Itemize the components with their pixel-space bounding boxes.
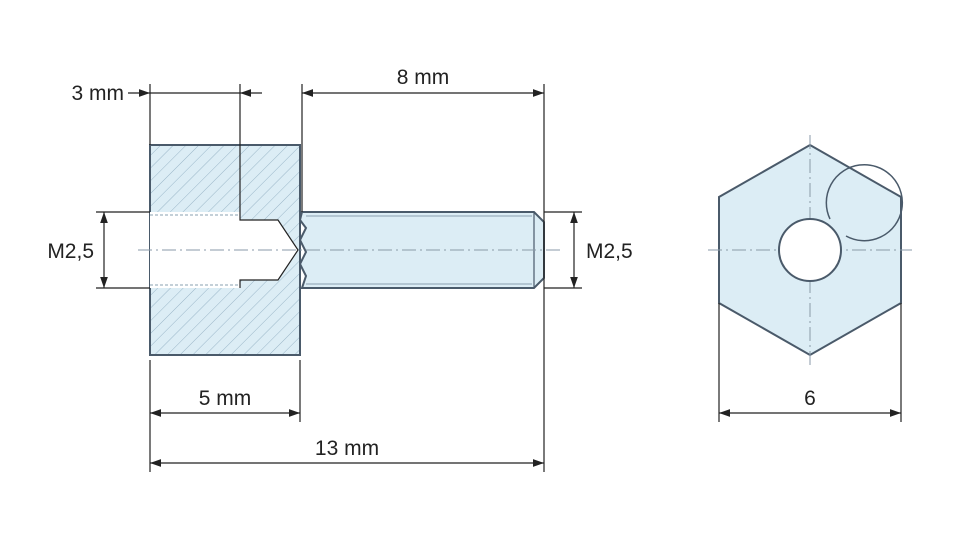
label-body-length: 5 mm bbox=[199, 387, 252, 410]
label-socket-depth: 3 mm bbox=[72, 82, 125, 105]
dimensions-side: 3 mm 8 mm 5 mm 13 mm M2,5 M2,5 bbox=[47, 66, 633, 472]
internal-thread-lines bbox=[150, 214, 240, 286]
end-view-hex bbox=[708, 135, 912, 365]
thread-arc bbox=[825, 163, 904, 242]
label-thread-right: M2,5 bbox=[586, 240, 633, 263]
threaded-hole bbox=[778, 218, 842, 282]
label-thread-left: M2,5 bbox=[47, 240, 94, 263]
label-hex-width: 6 bbox=[804, 387, 816, 410]
side-section-view bbox=[138, 144, 560, 356]
label-total-length: 13 mm bbox=[315, 437, 379, 460]
label-thread-length: 8 mm bbox=[397, 66, 450, 89]
dimensions-hex: 6 bbox=[718, 303, 902, 422]
